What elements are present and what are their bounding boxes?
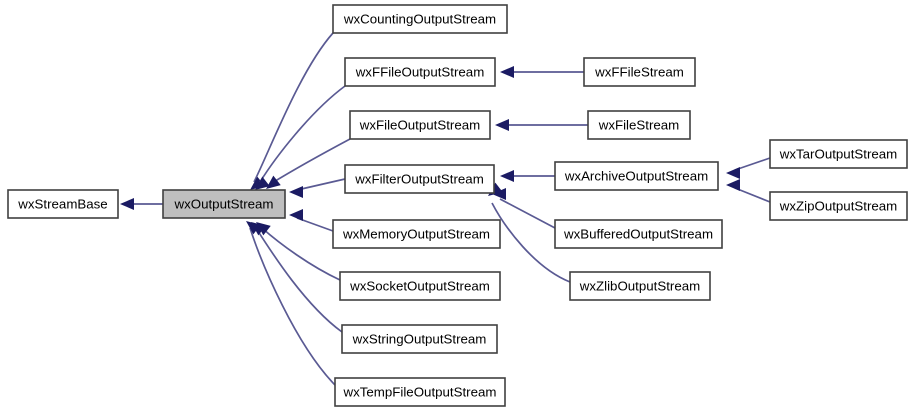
node-box[interactable] xyxy=(769,139,908,169)
edge-wxCountingOutputStream-to-wxOutputStream xyxy=(250,32,334,190)
edge-wxTarOutputStream-to-wxArchiveOutputStream xyxy=(726,157,771,179)
edge-line xyxy=(253,32,334,183)
node-wxFileStream[interactable]: wxFileStream xyxy=(587,110,691,140)
edge-wxTempFileOutputStream-to-wxOutputStream xyxy=(246,221,336,386)
node-wxFileOutputStream[interactable]: wxFileOutputStream xyxy=(349,110,491,140)
node-box[interactable] xyxy=(339,271,501,301)
edge-wxFFileOutputStream-to-wxOutputStream xyxy=(255,85,346,190)
node-box[interactable] xyxy=(554,219,723,249)
node-box[interactable] xyxy=(334,377,506,407)
node-box[interactable] xyxy=(344,164,495,194)
node-wxOutputStream[interactable]: wxOutputStream xyxy=(162,189,286,219)
node-box[interactable] xyxy=(349,110,491,140)
node-wxSocketOutputStream[interactable]: wxSocketOutputStream xyxy=(339,271,501,301)
edges-layer xyxy=(120,32,771,386)
node-box[interactable] xyxy=(569,271,711,301)
edge-line xyxy=(734,157,771,171)
edge-line xyxy=(491,202,571,283)
edge-line xyxy=(499,198,556,229)
edge-wxBufferedOutputStream-to-wxFilterOutputStream xyxy=(492,188,556,229)
edge-wxFileStream-to-wxFileOutputStream xyxy=(495,119,588,131)
edge-line xyxy=(734,187,771,203)
edge-arrowhead xyxy=(726,167,740,179)
edge-wxOutputStream-to-wxStreamBase xyxy=(120,198,163,210)
edge-arrowhead xyxy=(246,221,261,235)
edge-wxFFileStream-to-wxFFileOutputStream xyxy=(500,66,584,78)
node-wxFilterOutputStream[interactable]: wxFilterOutputStream xyxy=(344,164,495,194)
edge-wxFilterOutputStream-to-wxOutputStream xyxy=(289,178,346,198)
edge-arrowhead xyxy=(266,175,281,189)
node-box[interactable] xyxy=(587,110,691,140)
edge-arrowhead xyxy=(120,198,134,210)
edge-arrowhead xyxy=(500,66,514,78)
node-wxMemoryOutputStream[interactable]: wxMemoryOutputStream xyxy=(332,219,501,249)
node-wxFFileOutputStream[interactable]: wxFFileOutputStream xyxy=(344,57,496,87)
node-wxStreamBase[interactable]: wxStreamBase xyxy=(7,189,119,219)
node-wxTarOutputStream[interactable]: wxTarOutputStream xyxy=(769,139,908,169)
node-box[interactable] xyxy=(769,191,908,221)
edge-line xyxy=(249,227,336,386)
node-box[interactable] xyxy=(332,4,508,34)
edge-line xyxy=(259,85,346,183)
node-box[interactable] xyxy=(583,57,696,87)
node-box[interactable] xyxy=(344,57,496,87)
node-wxStringOutputStream[interactable]: wxStringOutputStream xyxy=(341,324,498,354)
node-box[interactable] xyxy=(162,189,286,219)
node-wxZlibOutputStream[interactable]: wxZlibOutputStream xyxy=(569,271,711,301)
edge-arrowhead xyxy=(255,176,270,190)
edge-arrowhead xyxy=(289,209,303,221)
edge-arrowhead xyxy=(289,186,303,198)
node-box[interactable] xyxy=(554,161,719,191)
node-wxCountingOutputStream[interactable]: wxCountingOutputStream xyxy=(332,4,508,34)
node-wxFFileStream[interactable]: wxFFileStream xyxy=(583,57,696,87)
edge-wxFileOutputStream-to-wxOutputStream xyxy=(266,138,351,189)
node-wxZipOutputStream[interactable]: wxZipOutputStream xyxy=(769,191,908,221)
node-wxArchiveOutputStream[interactable]: wxArchiveOutputStream xyxy=(554,161,719,191)
edge-line xyxy=(261,227,341,281)
node-box[interactable] xyxy=(341,324,498,354)
node-box[interactable] xyxy=(7,189,119,219)
edge-line xyxy=(255,227,343,333)
edge-arrowhead xyxy=(495,119,509,131)
edge-line xyxy=(296,178,346,191)
edge-wxArchiveOutputStream-to-wxFilterOutputStream xyxy=(500,170,555,182)
node-box[interactable] xyxy=(332,219,501,249)
nodes-layer: wxStreamBase wxOutputStream wxCountingOutp… xyxy=(7,4,908,407)
edge-line xyxy=(271,138,351,184)
edge-wxMemoryOutputStream-to-wxOutputStream xyxy=(289,209,334,232)
node-wxBufferedOutputStream[interactable]: wxBufferedOutputStream xyxy=(554,219,723,249)
edge-arrowhead xyxy=(500,170,514,182)
edge-arrowhead xyxy=(492,188,506,200)
edge-wxZipOutputStream-to-wxArchiveOutputStream xyxy=(726,179,771,203)
node-wxTempFileOutputStream[interactable]: wxTempFileOutputStream xyxy=(334,377,506,407)
edge-arrowhead xyxy=(726,179,740,191)
